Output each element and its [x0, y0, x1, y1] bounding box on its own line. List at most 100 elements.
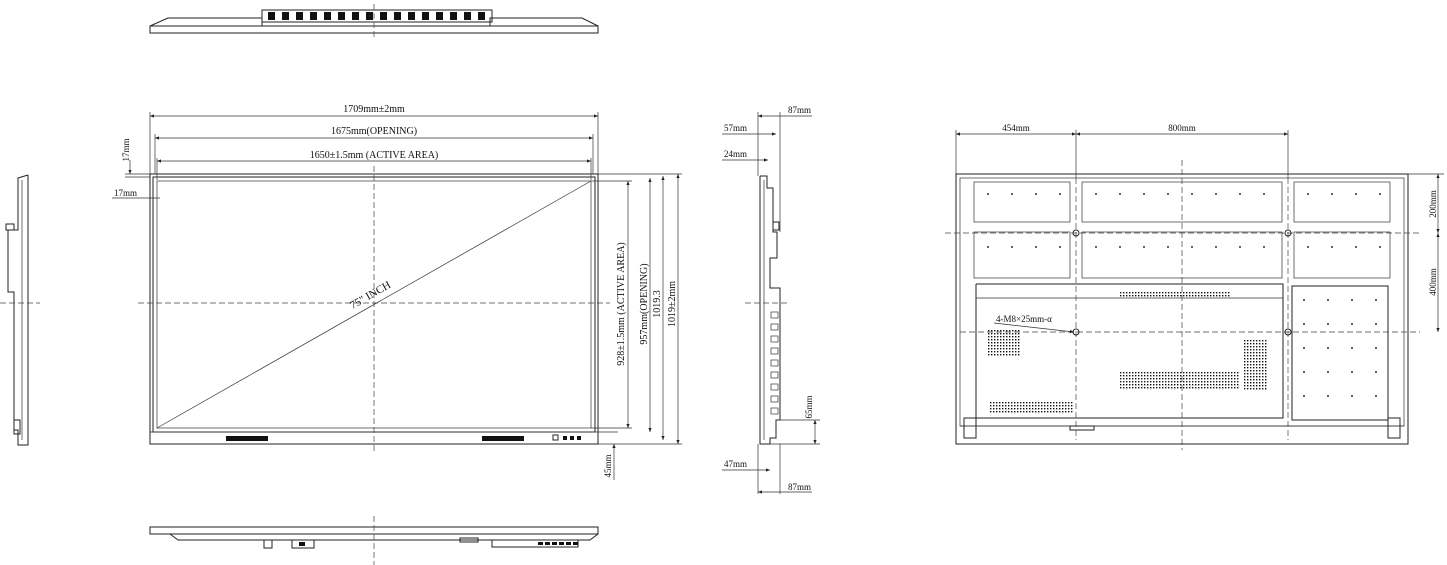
grill-hole — [1204, 375, 1206, 377]
panel-screw — [1303, 371, 1305, 373]
grill-hole — [1250, 376, 1252, 378]
grill-hole — [1035, 411, 1037, 413]
vent-slot — [296, 12, 303, 20]
grill-hole — [1189, 387, 1191, 389]
grill-hole — [1177, 384, 1179, 386]
grill-hole — [1228, 295, 1230, 297]
panel-screw — [987, 246, 989, 248]
grill-hole — [1129, 372, 1131, 374]
panel-screw — [1375, 347, 1377, 349]
right-speaker-icon — [482, 436, 524, 441]
grill-hole — [1192, 295, 1194, 297]
grill-hole — [1015, 348, 1017, 350]
grill-hole — [1216, 292, 1218, 294]
grill-hole — [1144, 384, 1146, 386]
grill-hole — [1123, 378, 1125, 380]
grill-hole — [993, 411, 995, 413]
grill-hole — [1244, 373, 1246, 375]
grill-hole — [1225, 375, 1227, 377]
panel-screw — [987, 193, 989, 195]
grill-hole — [1210, 387, 1212, 389]
grill-hole — [1120, 387, 1122, 389]
panel-screw — [1379, 193, 1381, 195]
grill-hole — [1244, 367, 1246, 369]
grill-hole — [1123, 381, 1125, 383]
grill-hole — [1168, 387, 1170, 389]
grill-hole — [1253, 352, 1255, 354]
grill-hole — [1009, 348, 1011, 350]
panel-screw — [1375, 371, 1377, 373]
grill-hole — [1020, 408, 1022, 410]
grill-hole — [1247, 352, 1249, 354]
grill-hole — [1005, 408, 1007, 410]
grill-hole — [1132, 372, 1134, 374]
grill-hole — [1138, 295, 1140, 297]
grill-hole — [1015, 330, 1017, 332]
grill-hole — [1059, 405, 1061, 407]
grill-hole — [993, 405, 995, 407]
grill-hole — [1009, 330, 1011, 332]
grill-hole — [1189, 295, 1191, 297]
grill-hole — [1056, 402, 1058, 404]
grill-hole — [1014, 411, 1016, 413]
grill-hole — [1213, 295, 1215, 297]
grill-hole — [991, 345, 993, 347]
grill-hole — [1123, 375, 1125, 377]
grill-hole — [997, 345, 999, 347]
grill-hole — [1150, 295, 1152, 297]
grill-hole — [1195, 292, 1197, 294]
grill-hole — [1000, 336, 1002, 338]
grill-hole — [1171, 295, 1173, 297]
grill-hole — [1250, 370, 1252, 372]
grill-hole — [1150, 384, 1152, 386]
grill-hole — [1198, 384, 1200, 386]
grill-hole — [1192, 292, 1194, 294]
grill-hole — [1162, 375, 1164, 377]
bottom-view — [149, 516, 599, 565]
grill-hole — [1192, 387, 1194, 389]
vent-slot — [450, 12, 457, 20]
grill-hole — [1256, 367, 1258, 369]
grill-hole — [1011, 405, 1013, 407]
grill-hole — [1162, 378, 1164, 380]
grill-hole — [1174, 372, 1176, 374]
grill-hole — [1244, 352, 1246, 354]
grill-hole — [1259, 361, 1261, 363]
grill-hole — [1135, 381, 1137, 383]
vent-slot — [394, 12, 401, 20]
grill-hole — [1006, 348, 1008, 350]
grill-hole — [1014, 408, 1016, 410]
front-button-icon — [552, 434, 559, 441]
grill-hole — [1234, 381, 1236, 383]
grill-hole — [1177, 378, 1179, 380]
grill-hole — [1071, 405, 1073, 407]
grill-hole — [1044, 405, 1046, 407]
grill-hole — [1204, 372, 1206, 374]
grill-hole — [1159, 381, 1161, 383]
grill-hole — [1204, 381, 1206, 383]
grill-hole — [1017, 408, 1019, 410]
grill-hole — [997, 348, 999, 350]
grill-hole — [1244, 355, 1246, 357]
grill-hole — [988, 342, 990, 344]
grill-hole — [1144, 387, 1146, 389]
front-view: 75" INCH — [138, 166, 610, 452]
grill-hole — [1174, 292, 1176, 294]
side-port — [770, 359, 779, 367]
grill-hole — [1132, 387, 1134, 389]
grill-hole — [1135, 375, 1137, 377]
grill-hole — [1003, 333, 1005, 335]
grill-hole — [1195, 375, 1197, 377]
panel-screw — [1095, 193, 1097, 195]
grill-hole — [1015, 342, 1017, 344]
grill-hole — [993, 402, 995, 404]
grill-hole — [1141, 295, 1143, 297]
grill-hole — [1009, 351, 1011, 353]
grill-hole — [1147, 384, 1149, 386]
grill-hole — [1126, 381, 1128, 383]
panel-screw — [1303, 323, 1305, 325]
grill-hole — [1189, 378, 1191, 380]
grill-hole — [997, 330, 999, 332]
rear-panel — [973, 181, 1071, 223]
grill-hole — [1177, 372, 1179, 374]
